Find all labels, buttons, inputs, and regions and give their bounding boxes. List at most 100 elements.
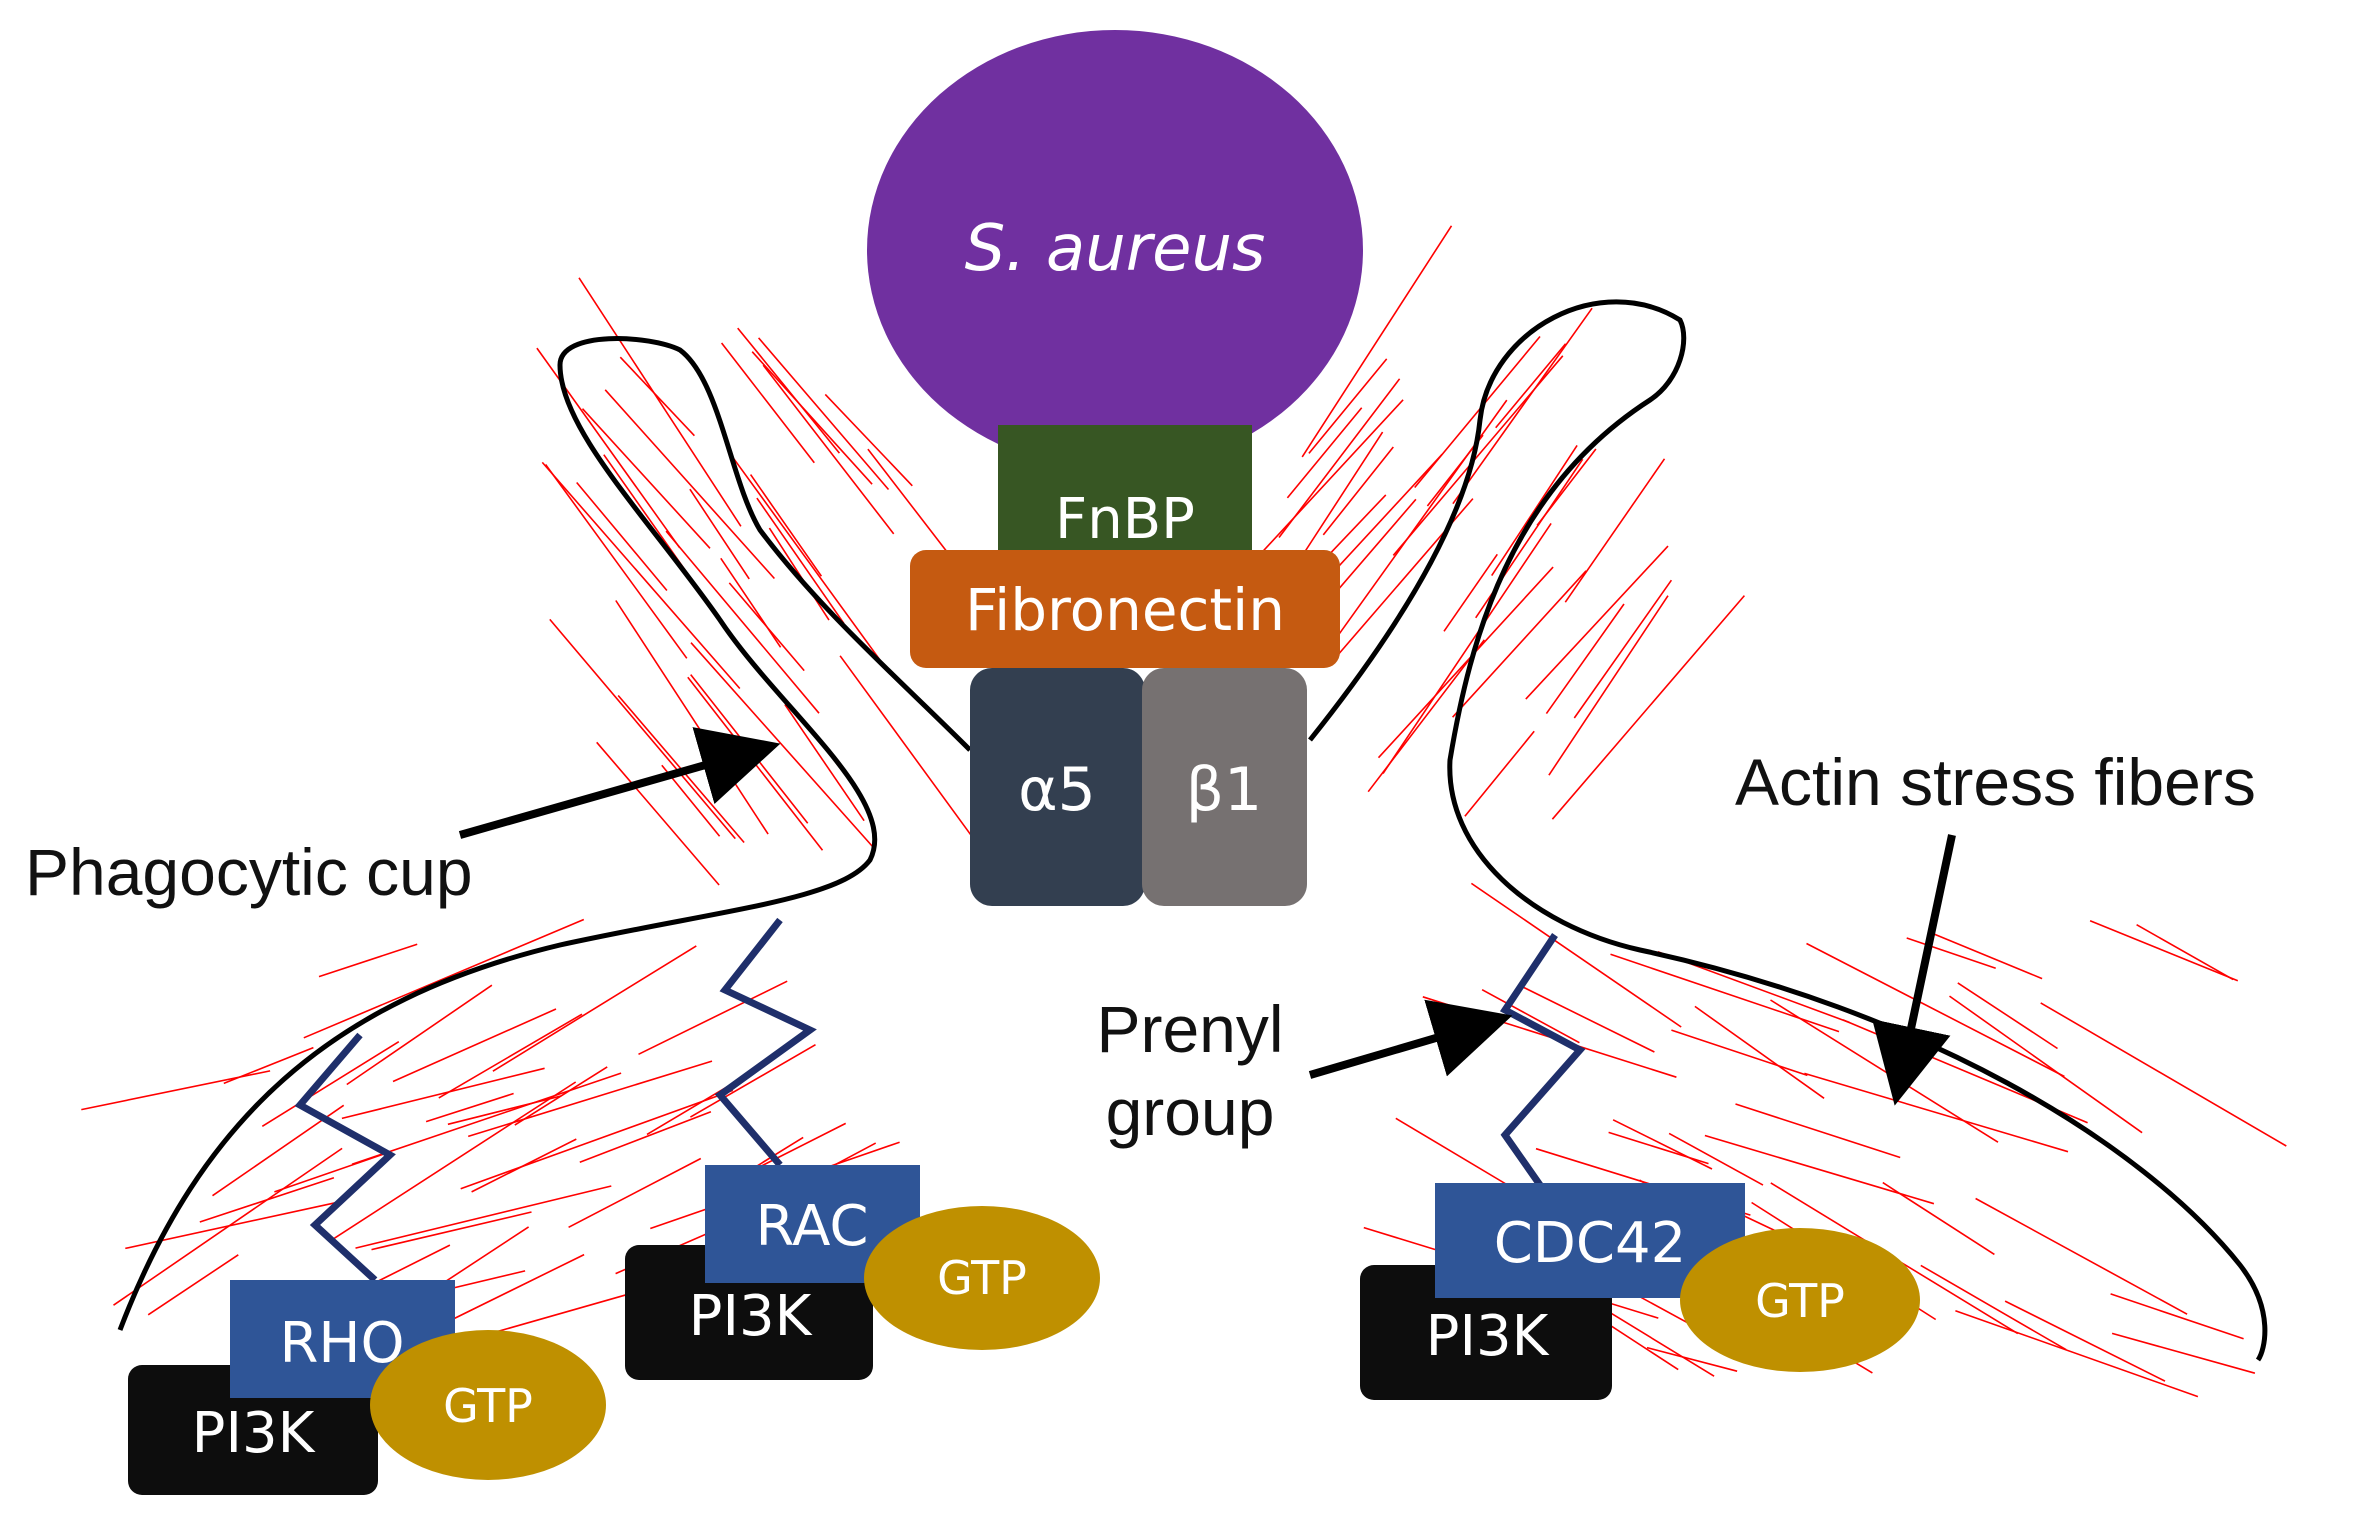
actin-fiber-left-arm [581, 408, 711, 549]
actin-fiber-left-base [471, 1138, 577, 1193]
actin-fiber-right-arm [1414, 335, 1541, 489]
actin-fiber-left-base [261, 1041, 400, 1127]
integrin-beta1-label: β1 [1186, 755, 1262, 825]
actin-fiber-right-base [2004, 1300, 2166, 1382]
rho-complex: PI3K RHO GTP [128, 1280, 606, 1495]
actin-fiber-left-arm [751, 351, 873, 485]
actin-fiber-right-base [1806, 942, 2065, 1078]
actin-fiber-right-base [1668, 1132, 1764, 1186]
actin-fiber-right-base [2089, 919, 2239, 982]
actin-fiber-left-base [514, 1066, 608, 1126]
actin-fiber-right-base [2040, 1002, 2287, 1147]
actin-fiber-left-arm [720, 342, 815, 464]
actin-fiber-left-base [689, 1044, 816, 1118]
actin-fiber-left-base [346, 984, 493, 1086]
actin-fiber-right-base [2111, 1332, 2256, 1374]
actin-fiber-right-arm [1548, 595, 1669, 776]
actin-fiber-left-base [81, 1070, 271, 1111]
actin-fiber-left-arm [604, 389, 775, 580]
actin-fiber-right-arm [1551, 595, 1746, 820]
actin-fiber-left-arm [596, 741, 720, 886]
actin-fiber-right-base [1932, 932, 2043, 980]
actin-fiber-left-arm [619, 356, 695, 437]
actin-fiber-right-arm [1392, 355, 1564, 556]
actin-fiber-left-base [147, 1254, 239, 1316]
actin-fiber-right-base [1608, 1131, 1709, 1165]
gtp-label-rho: GTP [443, 1379, 533, 1433]
actin-fiber-right-arm [1249, 399, 1404, 566]
actin-fiber-right-base [1906, 937, 1996, 970]
pi3k-label-rho: PI3K [192, 1401, 316, 1466]
actin-fiber-right-arm [1286, 407, 1363, 499]
prenyl-group-arrow [1308, 999, 1513, 1079]
actin-fiber-right-base [1949, 995, 2143, 1134]
actin-fiber-left-arm [784, 704, 865, 822]
actin-fiber-left-arm [544, 464, 688, 659]
actin-fiber-right-base [1591, 1301, 1715, 1377]
cdc42-complex: PI3K CDC42 GTP [1360, 1183, 1920, 1400]
actin-fiber-left-arm [541, 461, 741, 690]
actin-fiber-left-arm [762, 364, 895, 535]
actin-fiber-right-arm [1464, 730, 1535, 817]
fnbp-block [998, 425, 1252, 555]
actin-fiber-right-base [1955, 1309, 2199, 1398]
actin-fiber-left-arm [756, 497, 845, 624]
actin-fiber-right-base [2136, 924, 2234, 981]
actin-fiber-right-arm [1536, 448, 1597, 526]
actin-fiber-right-base [1610, 953, 1840, 1033]
actin-fiber-left-base [392, 1008, 557, 1083]
actin-fiber-left-base [758, 1122, 847, 1169]
actin-fiber-left-arm [578, 277, 742, 527]
actin-fiber-right-base [1470, 882, 1682, 1028]
actin-stress-fibers-arrow [1872, 834, 1956, 1106]
actin-fiber-right-arm [1301, 225, 1453, 458]
gtp-label-rac: GTP [937, 1251, 1027, 1305]
actin-fiber-right-arm [1495, 343, 1567, 429]
actin-fiber-right-arm [1491, 444, 1578, 577]
actin-fiber-right-arm [1525, 545, 1669, 700]
actin-fiber-right-arm [1308, 358, 1388, 454]
actin-fiber-left-arm [757, 337, 890, 491]
actin-fiber-right-arm [1278, 378, 1401, 538]
fibronectin-label: Fibronectin [965, 576, 1285, 644]
rac-complex: PI3K RAC GTP [625, 1165, 1100, 1380]
actin-fiber-left-base [638, 980, 788, 1056]
gtp-rho [370, 1330, 606, 1480]
actin-fiber-right-base [1704, 1134, 1935, 1205]
actin-fiber-left-arm [824, 393, 913, 487]
integrin-beta1 [1142, 668, 1307, 906]
gtp-label-cdc42: GTP [1755, 1274, 1845, 1328]
actin-fiber-left-base [467, 1060, 713, 1138]
pi3k-block-cdc42 [1360, 1265, 1612, 1400]
actin-fiber-left-base [371, 1211, 532, 1251]
actin-fiber-right-arm [1452, 570, 1587, 718]
actin-fiber-right-arm [1564, 458, 1666, 603]
actin-fiber-right-arm [1545, 603, 1625, 715]
actin-fiber-left-base [568, 1157, 702, 1229]
prenyl-linker-cdc42 [1499, 933, 1586, 1188]
actin-fiber-right-base [1481, 988, 1580, 1044]
actin-fiber-right-base [1975, 1197, 2188, 1315]
s-aureus-label: S. aureus [965, 212, 1266, 286]
actin-fiber-right-base [1694, 1005, 1825, 1099]
actin-fiber-left-arm [768, 527, 830, 621]
actin-fiber-left-base [351, 1072, 622, 1166]
actin-fiber-left-base [333, 1081, 577, 1240]
actin-fiber-left-base [492, 945, 697, 1072]
gtp-cdc42 [1680, 1228, 1920, 1372]
prenyl-group-label-line2: group [1106, 1075, 1275, 1149]
actin-stress-fibers-label: Actin stress fibers [1735, 745, 2256, 819]
actin-fiber-right-base [1735, 1103, 1901, 1159]
s-aureus-bacterium [867, 30, 1363, 470]
rac-label: RAC [755, 1194, 868, 1259]
pi3k-label-cdc42: PI3K [1426, 1304, 1550, 1369]
actin-fiber-right-base [1519, 984, 1655, 1053]
actin-fiber-left-base [303, 918, 585, 1039]
cell-membrane [117, 336, 972, 1331]
phagocytic-cup-arrow [458, 727, 781, 839]
integrin-alpha5-label: α5 [1018, 755, 1096, 825]
actin-fiber-left-arm [615, 600, 769, 835]
actin-fiber-left-base [438, 1013, 583, 1099]
actin-fiber-left-arm [689, 488, 750, 580]
